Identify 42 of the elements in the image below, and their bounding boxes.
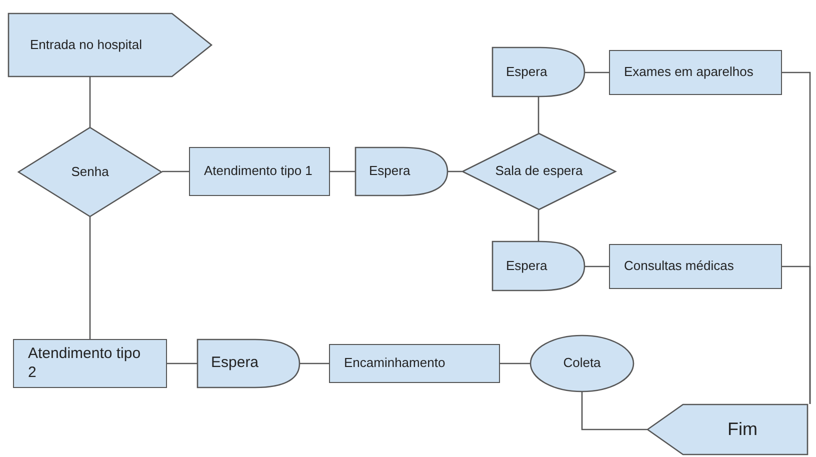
node-label: Senha — [71, 164, 109, 180]
process-box — [13, 339, 167, 388]
connector-line — [89, 77, 91, 127]
node-label: Espera — [211, 354, 259, 373]
connector-line — [500, 362, 530, 364]
connector-line — [448, 170, 462, 172]
node-label: Atendimento tipo 1 — [204, 163, 312, 180]
connector-line — [330, 170, 355, 172]
delay-shape — [355, 147, 448, 196]
node-label: Atendimento tipo 2 — [28, 344, 142, 382]
node-label: Entrada no hospital — [30, 36, 142, 54]
connector-line — [585, 266, 609, 268]
delay-shape — [197, 339, 300, 388]
connector-line — [581, 392, 647, 430]
connector-line — [89, 217, 91, 339]
process-box — [189, 147, 330, 196]
connector-line — [782, 266, 811, 404]
ellipse-node — [530, 335, 634, 392]
process-box — [609, 50, 782, 95]
decision-diamond — [462, 133, 616, 210]
node-label: Coleta — [563, 355, 601, 372]
connector-line — [162, 170, 189, 172]
process-box — [609, 244, 782, 289]
terminal-pentagon — [647, 404, 808, 455]
connector-line — [167, 362, 197, 364]
terminal-pentagon — [8, 13, 212, 77]
node-label: Fim — [728, 418, 758, 441]
connector-line — [538, 210, 540, 241]
delay-shape — [492, 47, 585, 97]
node-label: Espera — [506, 64, 548, 80]
connector-line — [300, 362, 329, 364]
delay-shape — [492, 241, 585, 291]
connector-line — [585, 72, 609, 74]
node-label: Consultas médicas — [624, 258, 734, 275]
node-label: Exames em aparelhos — [624, 64, 754, 81]
node-label: Encaminhamento — [344, 355, 446, 372]
node-label: Sala de espera — [495, 163, 583, 180]
connector-line — [538, 97, 540, 133]
node-label: Espera — [506, 258, 548, 274]
decision-diamond — [18, 127, 162, 217]
process-box — [329, 344, 500, 383]
node-label: Espera — [369, 163, 410, 180]
